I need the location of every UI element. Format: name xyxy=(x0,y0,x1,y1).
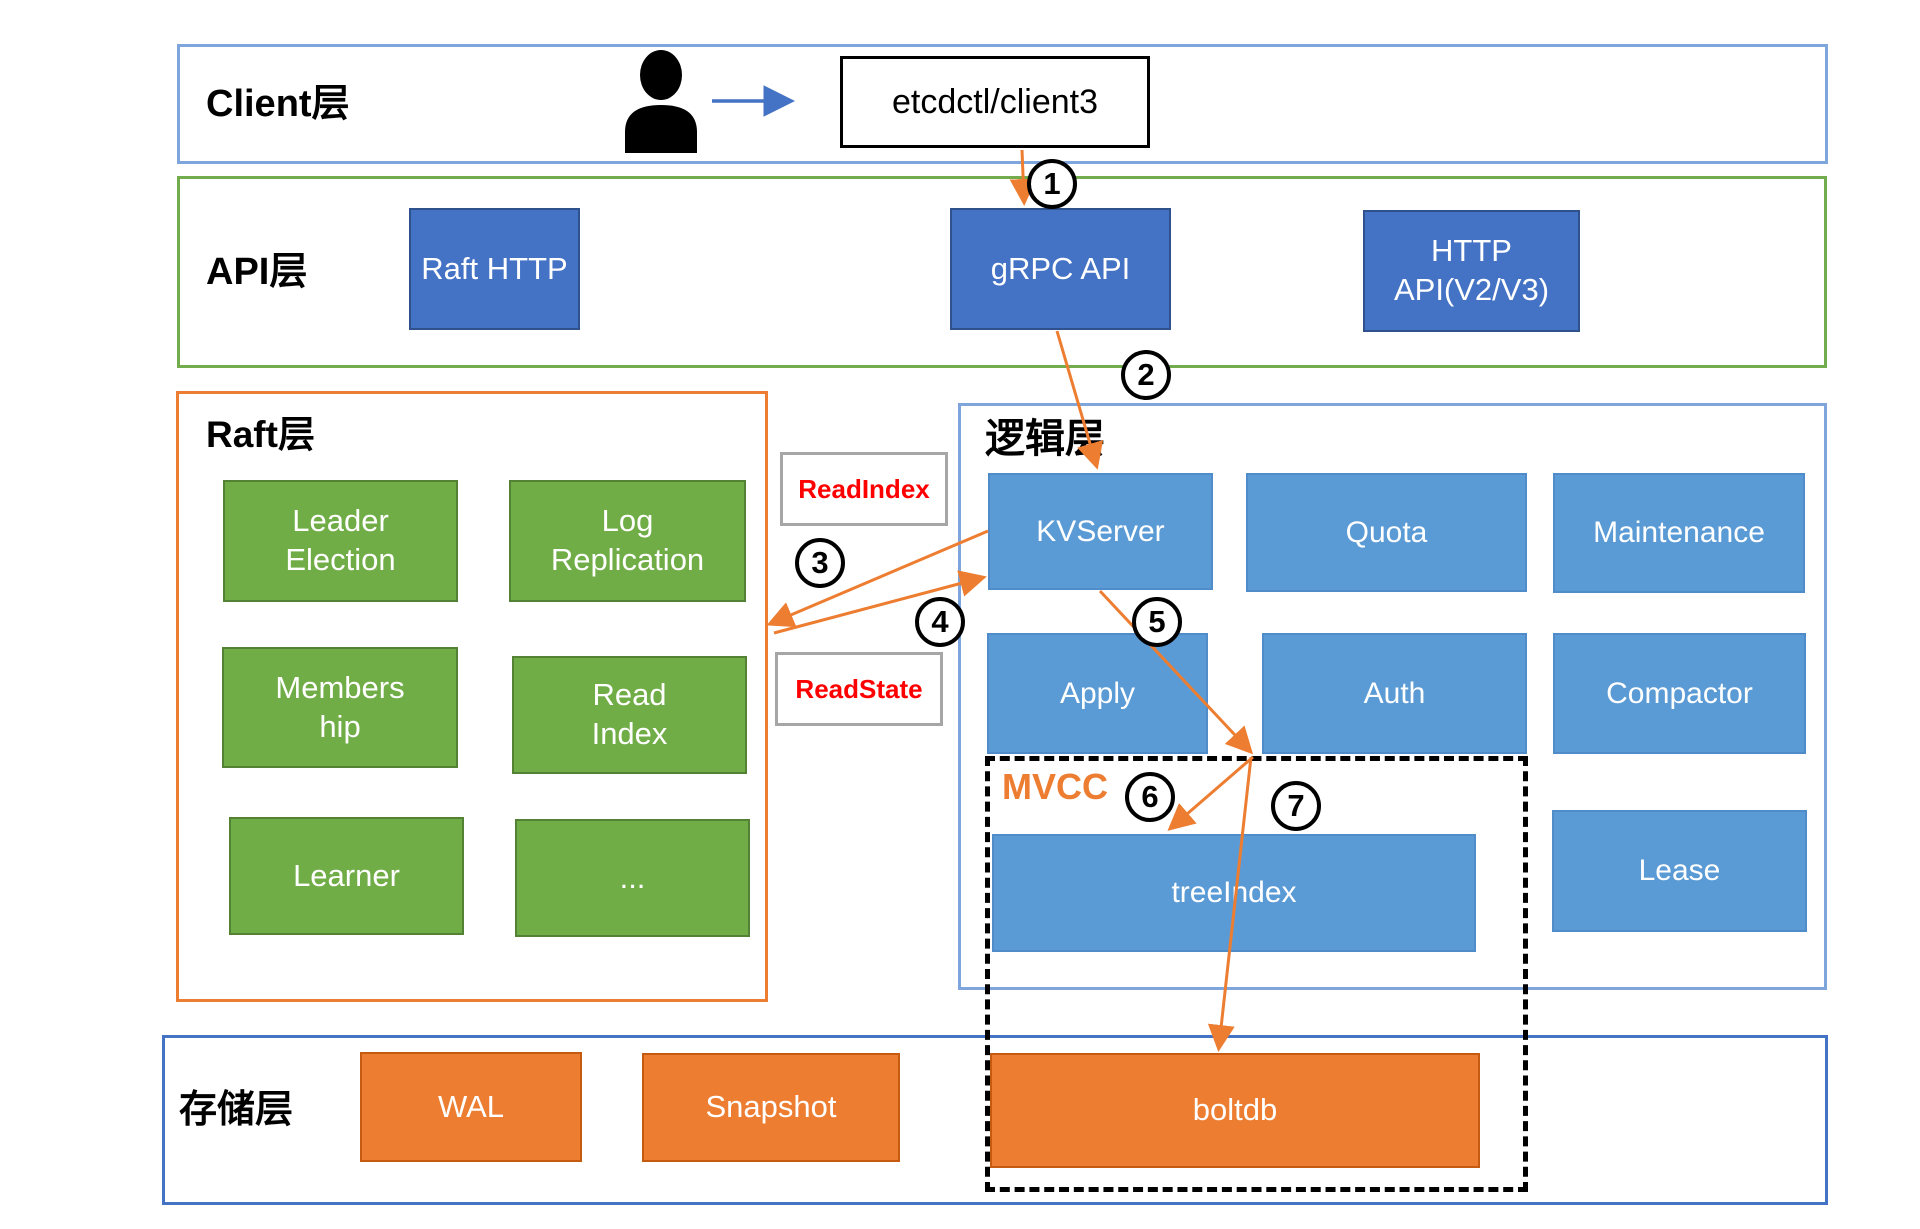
step-3-badge: 3 xyxy=(795,538,845,588)
read-index-line1: Read xyxy=(592,677,667,713)
membership-line1: Members xyxy=(275,669,405,705)
readstate-annotation-label: ReadState xyxy=(795,673,923,704)
leader-election-box: Leader Election xyxy=(223,480,458,602)
mvcc-dashed-box xyxy=(985,756,1528,1192)
user-silhouette-icon xyxy=(625,50,697,153)
storage-layer-label: 存储层 xyxy=(179,1089,294,1131)
leader-election-line1: Leader xyxy=(292,503,389,539)
raft-more-box: ... xyxy=(515,819,750,937)
raft-more-label: ... xyxy=(619,859,646,895)
membership-box: Members hip xyxy=(222,647,458,768)
read-index-line2: Index xyxy=(591,716,668,751)
log-replication-line2: Replication xyxy=(550,542,705,577)
read-index-box: Read Index xyxy=(512,656,747,774)
mvcc-label: MVCC xyxy=(1002,766,1108,807)
readindex-annotation-label: ReadIndex xyxy=(798,473,930,504)
learner-box: Learner xyxy=(229,817,464,935)
learner-label: Learner xyxy=(293,857,400,893)
http-api-label-line1: HTTP xyxy=(1431,233,1512,269)
step-6-badge: 6 xyxy=(1125,772,1175,822)
treeindex-box: treeIndex xyxy=(992,834,1476,952)
step-1-badge: 1 xyxy=(1027,159,1077,209)
kvserver-label: KVServer xyxy=(1036,514,1165,548)
snapshot-label: Snapshot xyxy=(705,1089,837,1125)
wal-label: WAL xyxy=(437,1088,505,1124)
auth-label: Auth xyxy=(1363,676,1426,710)
membership-line2: hip xyxy=(319,708,361,744)
step-5-badge: 5 xyxy=(1132,597,1182,647)
grpc-api-box: gRPC API xyxy=(950,208,1171,330)
leader-election-line2: Election xyxy=(285,542,396,577)
readindex-annotation: ReadIndex xyxy=(780,452,948,526)
kvserver-box: KVServer xyxy=(988,473,1213,590)
log-replication-line1: Log xyxy=(601,503,654,539)
lease-box: Lease xyxy=(1552,810,1807,932)
readstate-annotation: ReadState xyxy=(775,652,943,726)
raft-http-box: Raft HTTP xyxy=(409,208,580,330)
step-2-badge: 2 xyxy=(1121,350,1171,400)
api-layer-label: API层 xyxy=(206,251,308,293)
apply-label: Apply xyxy=(1059,676,1136,710)
http-api-box: HTTP API(V2/V3) xyxy=(1363,210,1580,332)
client-layer-label: Client层 xyxy=(206,83,350,125)
auth-box: Auth xyxy=(1262,633,1527,754)
quota-box: Quota xyxy=(1246,473,1527,592)
etcdctl-client3-box: etcdctl/client3 xyxy=(840,56,1150,148)
compactor-label: Compactor xyxy=(1606,676,1753,710)
logic-layer-box xyxy=(958,403,1827,990)
raft-layer-label: Raft层 xyxy=(206,414,315,455)
compactor-box: Compactor xyxy=(1553,633,1806,754)
snapshot-box: Snapshot xyxy=(642,1053,900,1162)
log-replication-box: Log Replication xyxy=(509,480,746,602)
step-4-badge: 4 xyxy=(915,597,965,647)
boltdb-box: boltdb xyxy=(990,1053,1480,1168)
raft-http-label: Raft HTTP xyxy=(421,250,568,286)
treeindex-label: treeIndex xyxy=(1171,876,1297,910)
etcdctl-client3-label: etcdctl/client3 xyxy=(892,82,1098,121)
apply-box: Apply xyxy=(987,633,1208,754)
boltdb-label: boltdb xyxy=(1192,1092,1278,1128)
storage-layer-box xyxy=(162,1035,1828,1205)
raft-layer-box xyxy=(176,391,768,1002)
wal-box: WAL xyxy=(360,1052,582,1162)
client-layer-box xyxy=(177,44,1828,164)
api-layer-box xyxy=(177,176,1827,368)
step-7-badge: 7 xyxy=(1271,781,1321,831)
lease-label: Lease xyxy=(1638,854,1721,888)
maintenance-label: Maintenance xyxy=(1593,516,1765,550)
grpc-api-label: gRPC API xyxy=(990,250,1131,286)
maintenance-box: Maintenance xyxy=(1553,473,1805,593)
http-api-label-line2: API(V2/V3) xyxy=(1393,272,1550,307)
quota-label: Quota xyxy=(1345,515,1428,549)
